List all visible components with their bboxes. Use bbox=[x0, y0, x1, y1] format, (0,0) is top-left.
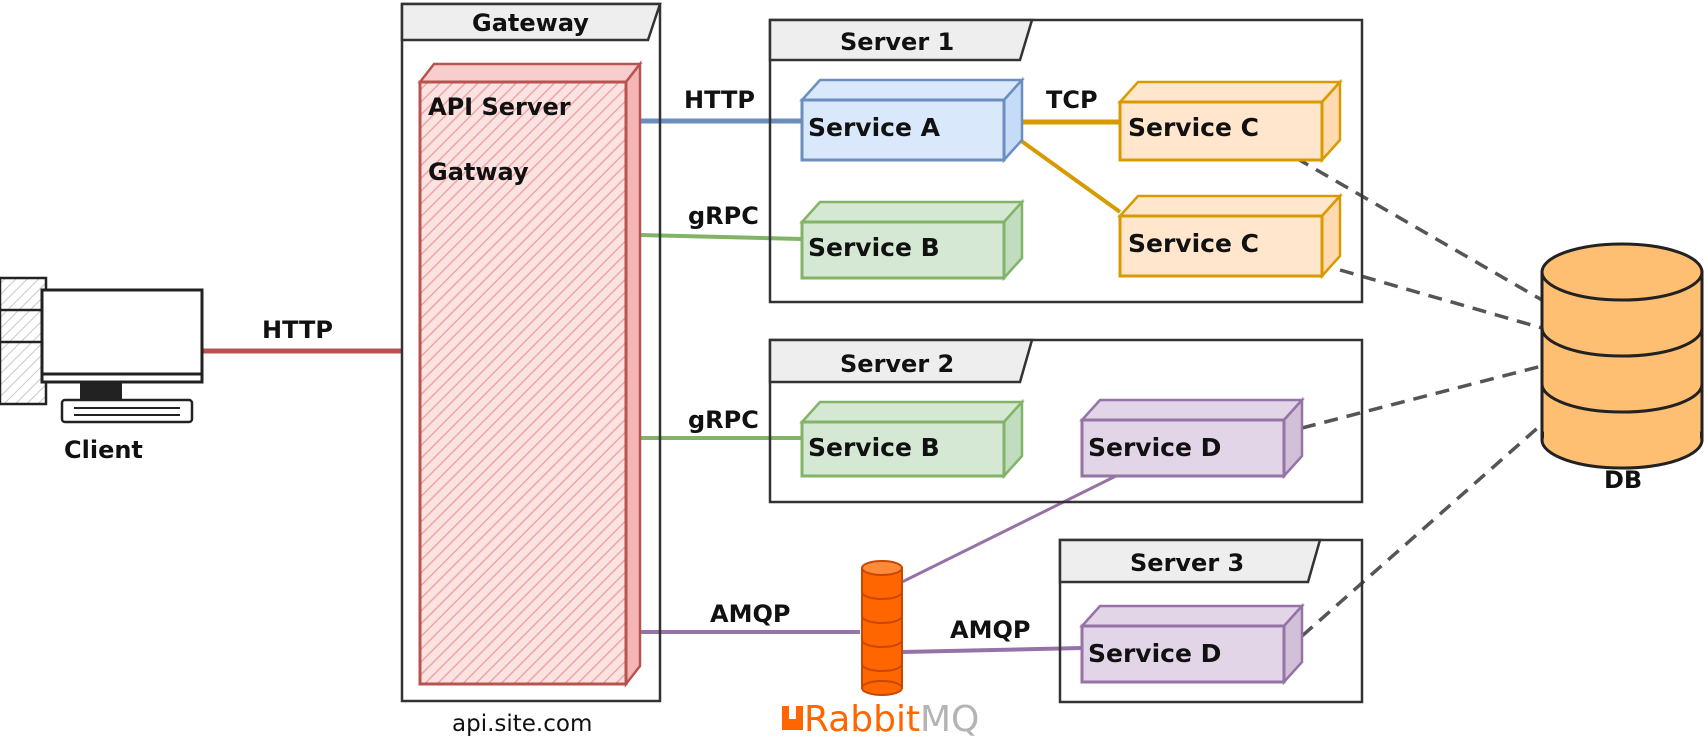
database-icon bbox=[1540, 242, 1704, 470]
server1-b-protocol: gRPC bbox=[688, 202, 759, 230]
service-c2-label: Service C bbox=[1128, 229, 1259, 258]
server-2-title: Server 2 bbox=[840, 350, 954, 378]
server-2-title-tab bbox=[768, 338, 1034, 384]
service-c1-box: Service C bbox=[1117, 78, 1343, 164]
db-label: DB bbox=[1604, 466, 1642, 494]
server-1: Server 1 bbox=[768, 18, 1364, 304]
server-3-title-tab bbox=[1058, 538, 1322, 584]
gateway-rabbitmq-protocol: AMQP bbox=[710, 600, 790, 628]
api-server-label: API Server bbox=[428, 93, 571, 121]
service-a-box: Service A bbox=[799, 76, 1025, 164]
service-a-protocol: HTTP bbox=[684, 86, 755, 114]
server2-service-b-box: Service B bbox=[799, 398, 1025, 480]
db-link-server3-d bbox=[1300, 422, 1544, 638]
server-3: Server 3 bbox=[1058, 538, 1364, 704]
rabbitmq-server3-d-link bbox=[901, 646, 1083, 654]
client-gateway-protocol: HTTP bbox=[262, 316, 333, 344]
api-server-sublabel: Gatway bbox=[428, 158, 529, 186]
api-server-block: API Server Gatway bbox=[417, 60, 643, 688]
rabbitmq-server3-protocol: AMQP bbox=[950, 616, 1030, 644]
server-2-frame bbox=[768, 338, 1364, 504]
queue-cylinder-icon bbox=[861, 560, 903, 696]
db-link-service-c2 bbox=[1339, 268, 1543, 330]
server-1-frame bbox=[768, 18, 1364, 304]
connections bbox=[200, 118, 1544, 654]
server-1-title-tab bbox=[768, 18, 1034, 62]
server-3-title: Server 3 bbox=[1130, 549, 1244, 577]
db-link-server2-d bbox=[1301, 364, 1543, 430]
tcp-protocol: TCP bbox=[1046, 86, 1098, 114]
db-links bbox=[1295, 156, 1544, 638]
rabbitmq-server2-d-link bbox=[901, 472, 1121, 584]
service-a-label: Service A bbox=[808, 113, 941, 142]
server2-service-d-box: Service D bbox=[1079, 396, 1305, 480]
rabbitmq-word-mq: MQ bbox=[920, 699, 979, 740]
service-c1-label: Service C bbox=[1128, 113, 1259, 142]
client-label: Client bbox=[64, 436, 143, 464]
server2-service-d-label: Service D bbox=[1088, 433, 1221, 462]
service-a-c2-link bbox=[1018, 138, 1122, 214]
gateway-title: Gateway bbox=[472, 9, 589, 37]
gateway-title-tab bbox=[400, 2, 662, 42]
service-c2-box: Service C bbox=[1117, 192, 1343, 280]
gateway-server1-b-link bbox=[639, 233, 803, 241]
db-link-service-c1 bbox=[1295, 156, 1543, 302]
server2-service-b-label: Service B bbox=[808, 433, 940, 462]
server3-service-d-label: Service D bbox=[1088, 639, 1221, 668]
server3-service-d-box: Service D bbox=[1079, 602, 1305, 686]
gateway-container: Gateway API Server Gatway api.site.com bbox=[400, 2, 662, 737]
server1-service-b-label: Service B bbox=[808, 233, 940, 262]
server-1-title: Server 1 bbox=[840, 28, 954, 56]
gateway-domain: api.site.com bbox=[452, 711, 592, 737]
server2-b-protocol: gRPC bbox=[688, 406, 759, 434]
server1-service-b-box: Service B bbox=[799, 198, 1025, 282]
desktop-computer-icon bbox=[0, 276, 204, 424]
protocol-labels: HTTP gRPC gRPC TCP AMQP AMQP bbox=[684, 86, 1098, 644]
rabbitmq-logo: Rabbit MQ bbox=[782, 699, 979, 740]
server-2: Server 2 bbox=[768, 338, 1364, 504]
rabbitmq-word-rabbit: Rabbit bbox=[804, 699, 920, 740]
client-node: Client HTTP bbox=[0, 276, 333, 464]
rabbitmq-queue: Rabbit MQ bbox=[782, 560, 979, 740]
